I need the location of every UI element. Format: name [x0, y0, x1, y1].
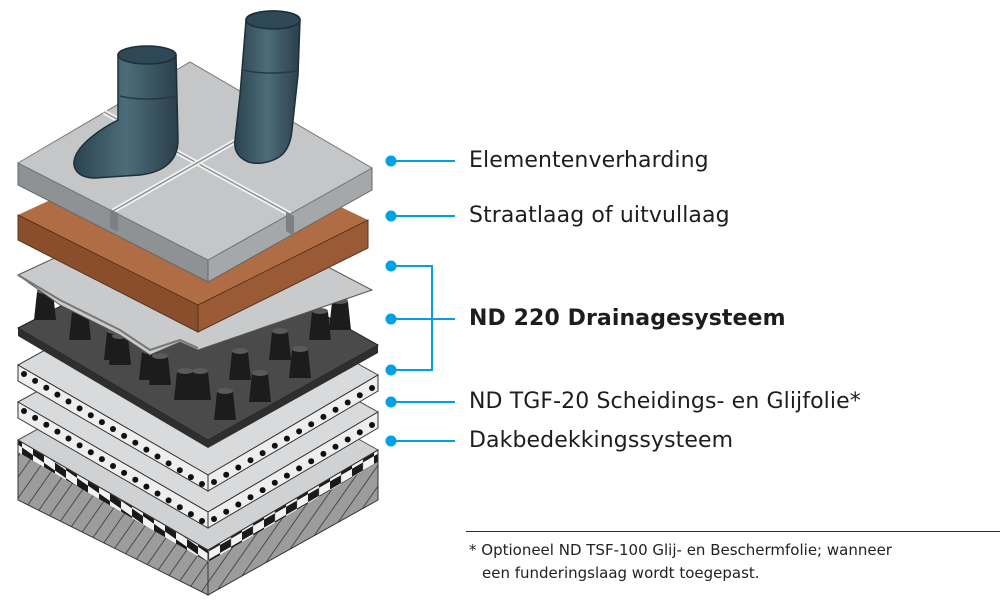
label-nd-tgf20-scheidingsfolie: ND TGF-20 Scheidings- en Glijfolie* — [469, 389, 861, 414]
label-straatlaag: Straatlaag of uitvullaag — [469, 203, 730, 228]
paver-layer — [16, 61, 374, 283]
footnote-line-2: een funderingslaag wordt toegepast. — [482, 564, 760, 582]
boots-icon — [73, 10, 301, 179]
callout-lines — [385, 155, 455, 447]
footnote-line-1: * Optioneel ND TSF-100 Glij- en Bescherm… — [469, 541, 892, 559]
label-elementenverharding: Elementenverharding — [469, 148, 709, 173]
label-nd220-drainagesysteem: ND 220 Drainagesysteem — [469, 306, 786, 331]
label-dakbedekkingssysteem: Dakbedekkingssysteem — [469, 428, 734, 453]
footnote-divider — [466, 531, 1000, 532]
